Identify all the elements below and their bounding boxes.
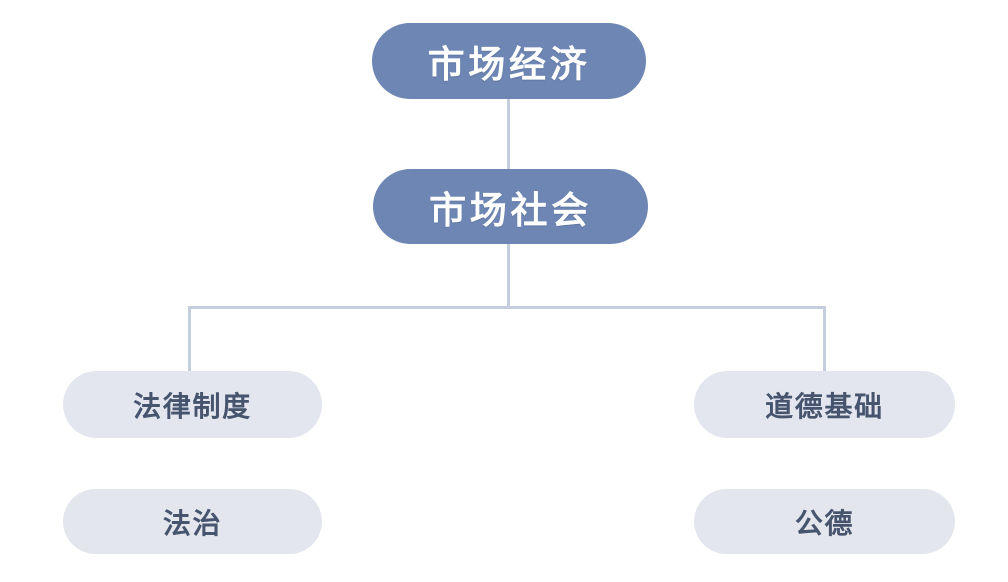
node-market-economy-label: 市场经济 [427, 44, 591, 85]
node-market-society-label: 市场社会 [429, 189, 592, 231]
node-legal-system-label: 法律制度 [133, 390, 252, 422]
node-public-morality-label: 公德 [794, 507, 855, 539]
node-public-morality[interactable]: 公德 [694, 489, 955, 554]
node-market-society[interactable]: 市场社会 [373, 169, 648, 244]
node-moral-foundation-label: 道德基础 [765, 390, 884, 422]
node-rule-of-law-label: 法治 [162, 507, 223, 539]
node-legal-system[interactable]: 法律制度 [63, 371, 322, 438]
node-rule-of-law[interactable]: 法治 [63, 489, 322, 554]
node-market-economy[interactable]: 市场经济 [372, 23, 646, 99]
node-moral-foundation[interactable]: 道德基础 [694, 371, 955, 438]
